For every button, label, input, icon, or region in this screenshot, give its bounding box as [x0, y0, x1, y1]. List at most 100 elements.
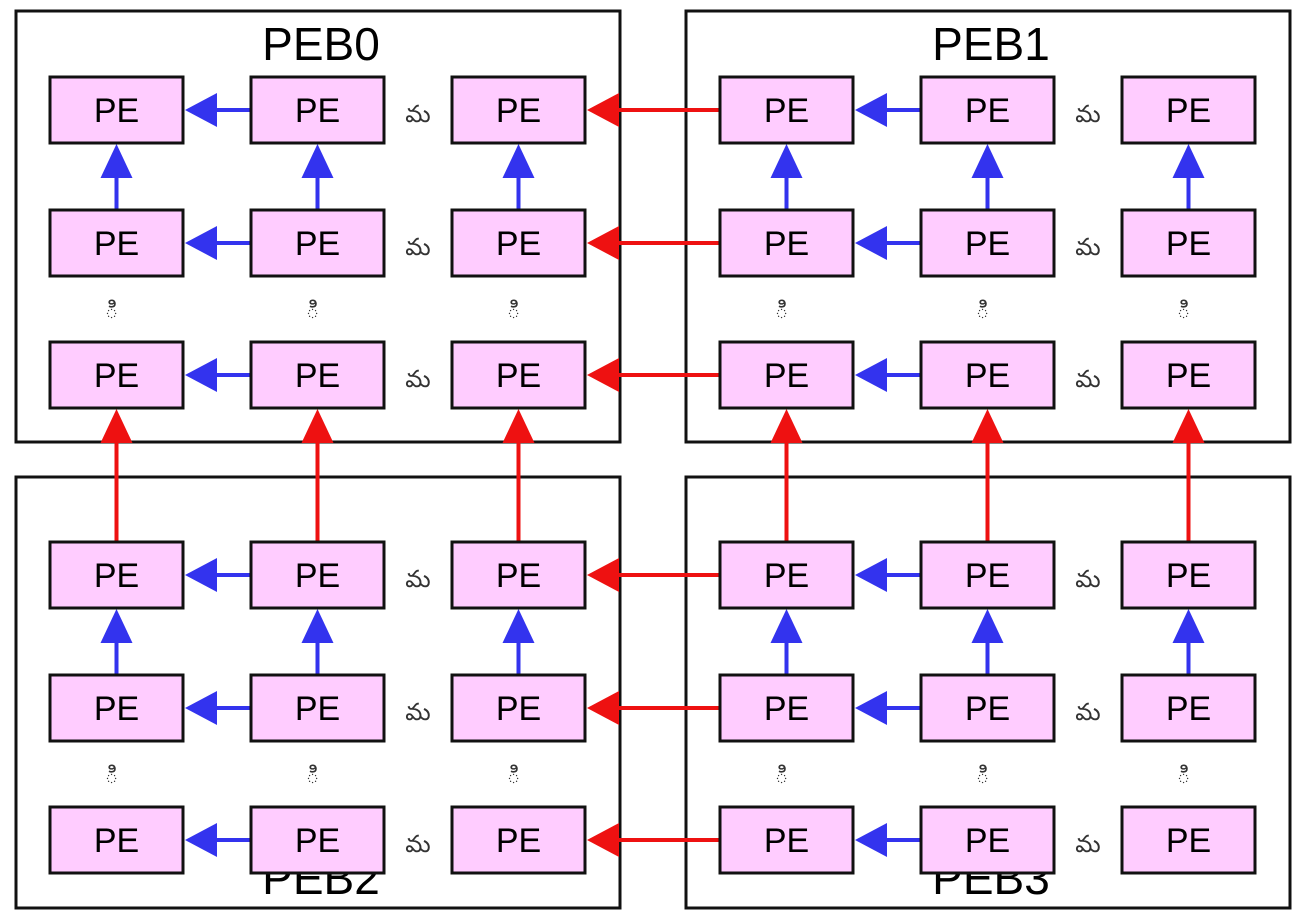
pe-box — [48, 540, 185, 610]
processing-element: PE — [1120, 540, 1257, 610]
arrow-head — [587, 226, 619, 260]
pe-box — [1120, 340, 1257, 410]
horizontal-ellipsis: మ — [1075, 698, 1100, 726]
arrow-head — [185, 358, 217, 392]
intra-block-arrow — [855, 691, 921, 725]
pe-label: PE — [295, 225, 340, 263]
pe-box — [1120, 540, 1257, 610]
pe-box — [718, 673, 855, 743]
pe-label: PE — [295, 357, 340, 395]
pe-label: PE — [965, 557, 1010, 595]
processing-element: PE — [919, 208, 1056, 278]
pe-box — [718, 208, 855, 278]
inter-block-arrow — [587, 93, 720, 127]
processing-element: PE — [1120, 673, 1257, 743]
pe-label: PE — [764, 357, 809, 395]
horizontal-ellipsis: మ — [405, 365, 430, 393]
pe-label: PE — [94, 690, 139, 728]
processing-element: PE — [1120, 340, 1257, 410]
horizontal-ellipsis: మ — [1075, 233, 1100, 261]
pe-label: PE — [764, 690, 809, 728]
intra-block-arrow — [185, 93, 251, 127]
processing-element: PE — [450, 673, 587, 743]
inter-block-arrow — [971, 409, 1004, 542]
vertical-ellipsis: ి — [1177, 761, 1191, 789]
arrow-head — [855, 558, 887, 592]
vertical-ellipsis: ి — [105, 761, 119, 789]
processing-element: PE — [1120, 208, 1257, 278]
inter-block-arrow — [1172, 409, 1205, 542]
intra-block-arrow — [100, 609, 133, 675]
pe-label: PE — [1166, 557, 1211, 595]
arrow-head — [1172, 409, 1205, 443]
intra-block-arrow — [770, 609, 803, 675]
intra-block-arrow — [301, 144, 334, 210]
arrow-head — [1172, 144, 1205, 178]
block-title: PEB1 — [932, 18, 1050, 70]
arrow-head — [770, 144, 803, 178]
arrow-head — [185, 93, 217, 127]
pe-label: PE — [94, 822, 139, 860]
arrow-head — [855, 93, 887, 127]
processing-element: PE — [48, 340, 185, 410]
inter-block-arrow — [301, 409, 334, 542]
inter-block-arrow — [587, 226, 720, 260]
pe-label: PE — [94, 357, 139, 395]
processing-element: PE — [48, 75, 185, 145]
intra-block-arrow — [855, 226, 921, 260]
arrow-head — [100, 144, 133, 178]
intra-block-arrow — [185, 358, 251, 392]
pe-box — [249, 673, 386, 743]
inter-block-arrow — [587, 358, 720, 392]
arrow-head — [185, 558, 217, 592]
processing-element: PE — [48, 540, 185, 610]
arrow-head — [855, 358, 887, 392]
pe-label: PE — [965, 92, 1010, 130]
pe-box — [919, 805, 1056, 875]
pe-box — [919, 75, 1056, 145]
arrow-head — [185, 226, 217, 260]
pe-label: PE — [965, 225, 1010, 263]
vertical-ellipsis: ి — [1177, 296, 1191, 324]
inter-block-arrow — [502, 409, 535, 542]
inter-block-arrow — [587, 691, 720, 725]
intra-block-arrow — [855, 358, 921, 392]
processing-element: PE — [249, 805, 386, 875]
arrow-head — [587, 823, 619, 857]
pe-label: PE — [496, 557, 541, 595]
pe-label: PE — [1166, 822, 1211, 860]
pe-box — [48, 340, 185, 410]
pe-box — [450, 340, 587, 410]
arrows-layer — [100, 93, 1205, 857]
pe-box — [450, 805, 587, 875]
processing-element: PE — [919, 540, 1056, 610]
processing-element: PE — [249, 208, 386, 278]
horizontal-ellipsis: మ — [1075, 830, 1100, 858]
pe-label: PE — [764, 92, 809, 130]
processing-element: PE — [1120, 805, 1257, 875]
pe-label: PE — [764, 225, 809, 263]
processing-element: PE — [450, 75, 587, 145]
pe-label: PE — [1166, 357, 1211, 395]
processing-element: PE — [718, 75, 855, 145]
processing-element: PE — [450, 540, 587, 610]
intra-block-arrow — [855, 823, 921, 857]
processing-element: PE — [718, 340, 855, 410]
pe-box — [450, 673, 587, 743]
vertical-ellipsis: ి — [507, 296, 521, 324]
pe-label: PE — [94, 92, 139, 130]
pe-box — [718, 540, 855, 610]
horizontal-ellipsis: మ — [405, 100, 430, 128]
arrow-head — [587, 93, 619, 127]
arrow-head — [502, 409, 535, 443]
arrow-head — [587, 358, 619, 392]
arrow-head — [185, 691, 217, 725]
intra-block-arrow — [100, 144, 133, 210]
arrow-head — [855, 823, 887, 857]
vertical-ellipsis: ి — [105, 296, 119, 324]
processing-element: PE — [718, 673, 855, 743]
arrow-head — [587, 691, 619, 725]
vertical-ellipsis: ి — [306, 296, 320, 324]
